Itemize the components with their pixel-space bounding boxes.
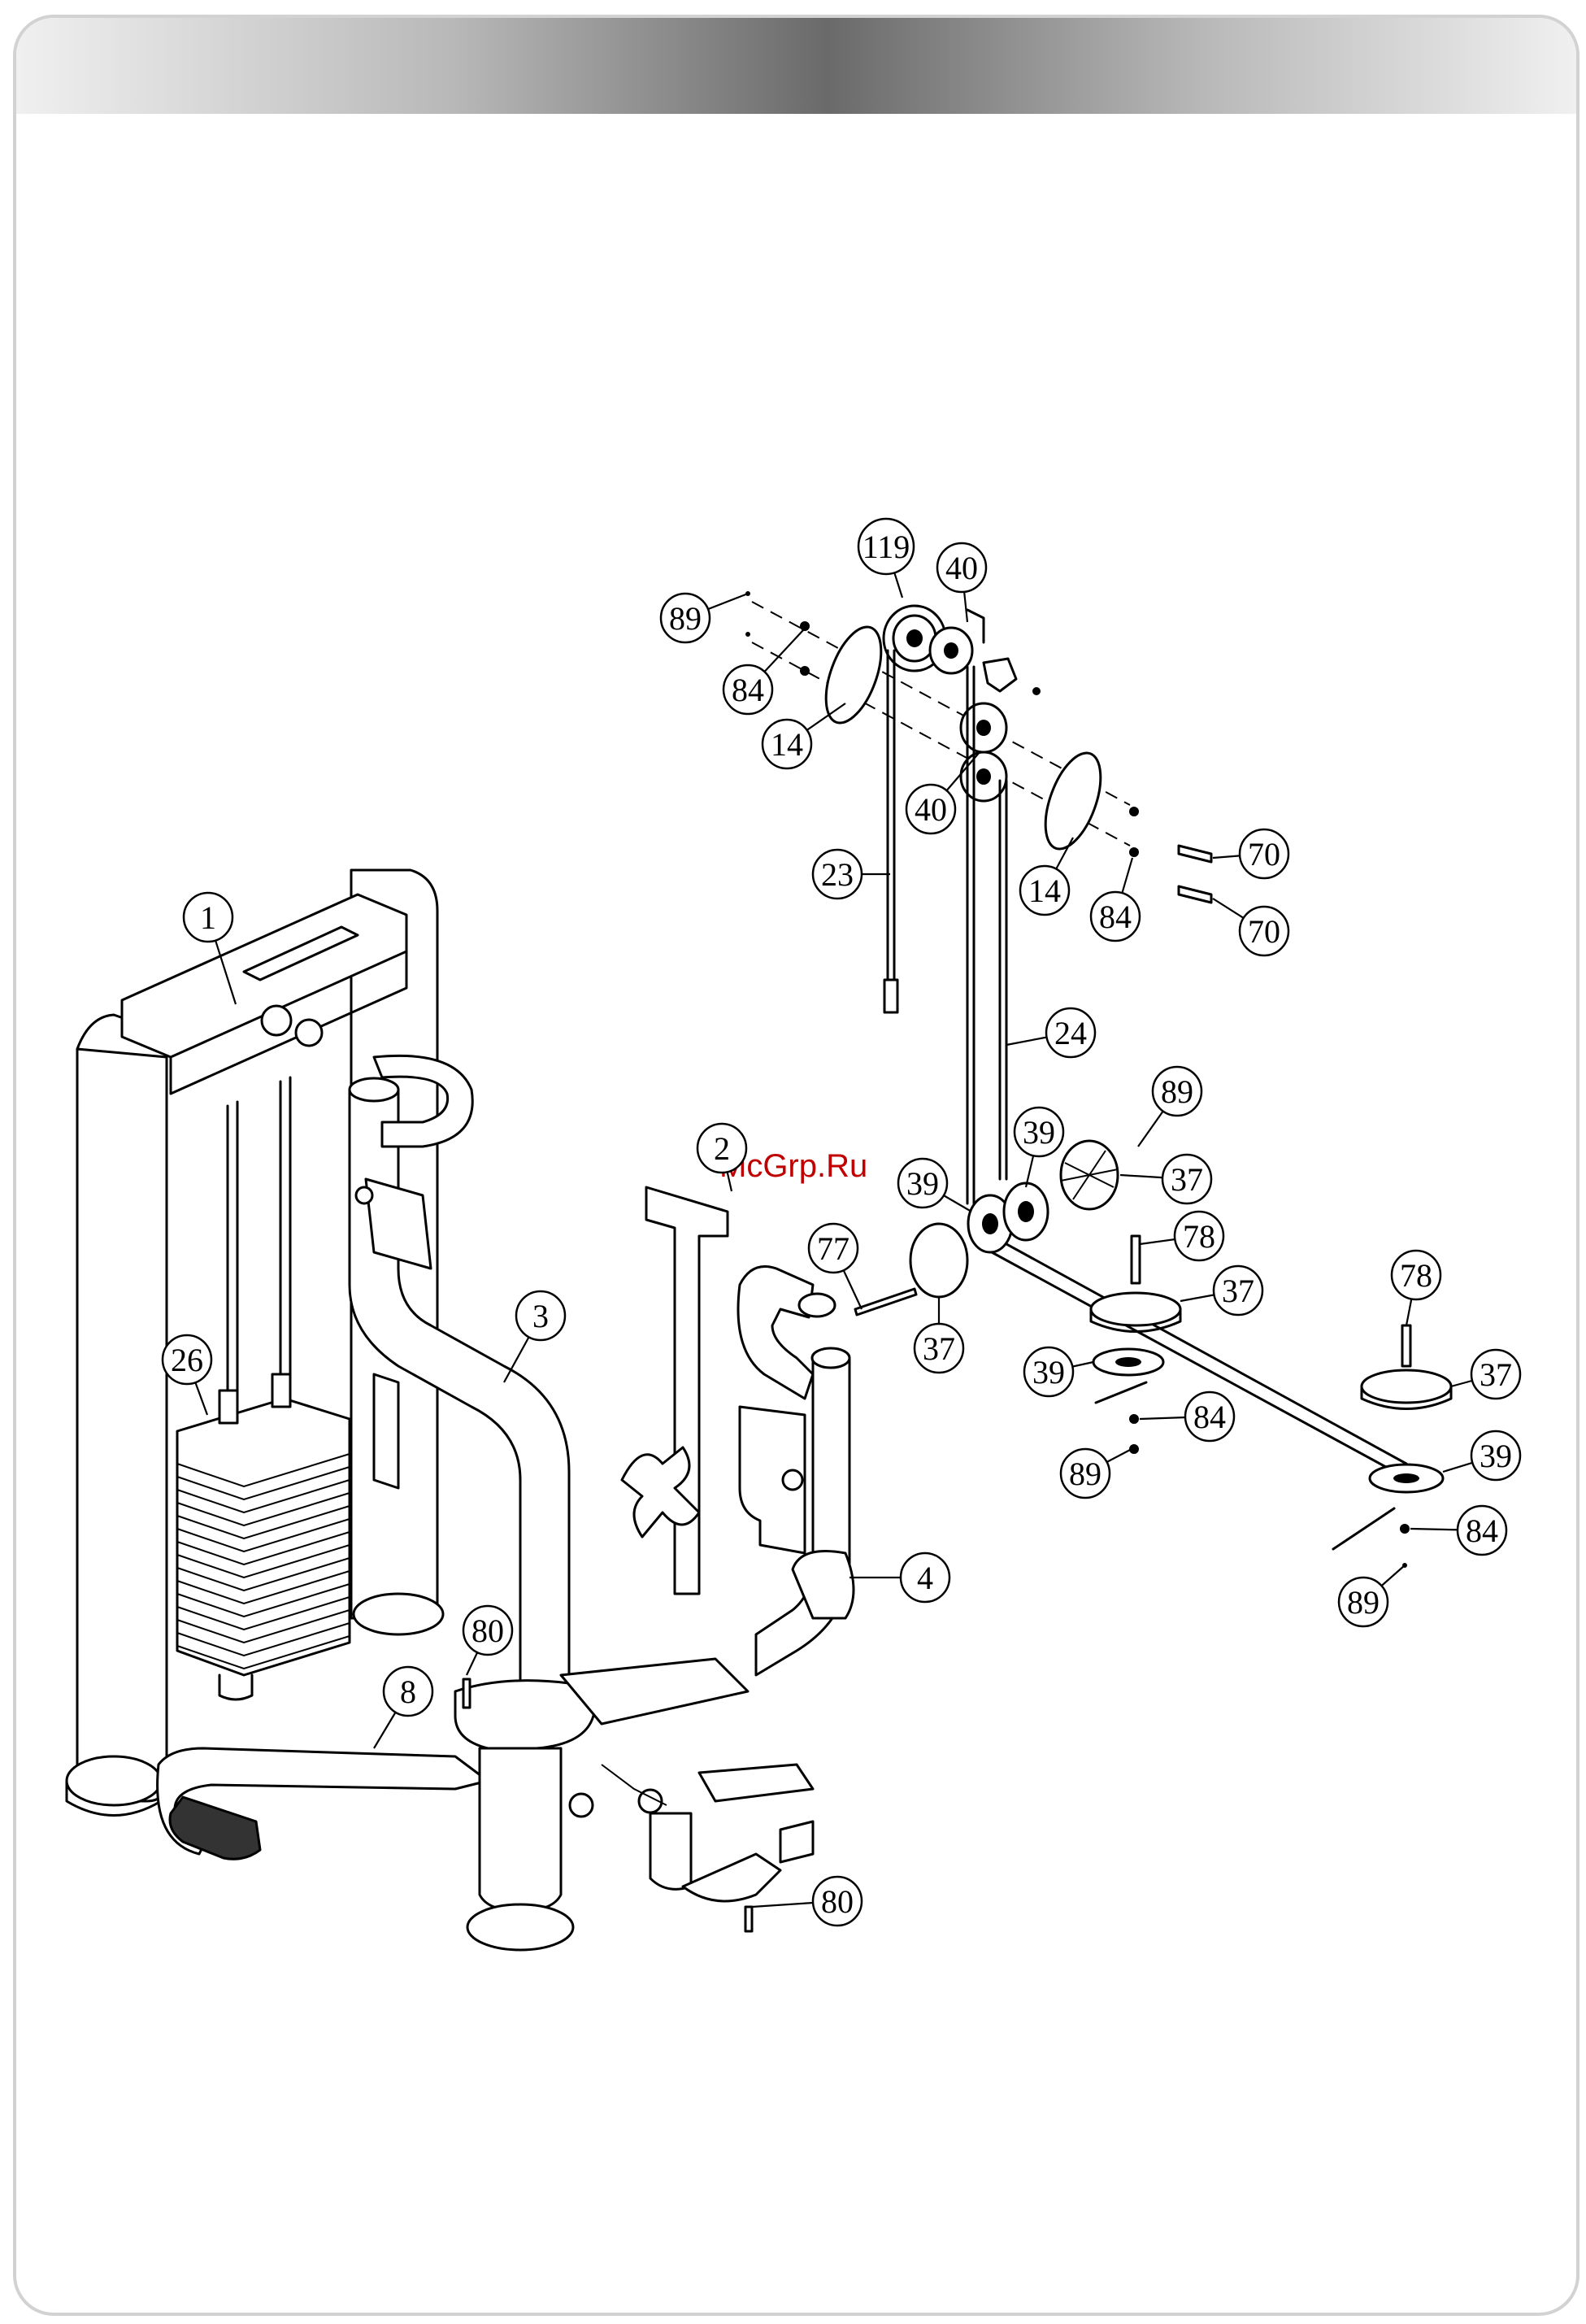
- callout-number: 84: [1099, 899, 1132, 935]
- callout-number: 37: [923, 1330, 955, 1367]
- callout-screw: 89: [661, 594, 748, 642]
- callout-number: 4: [917, 1560, 933, 1596]
- callout-number: 70: [1248, 836, 1280, 873]
- callout-number: 84: [1193, 1399, 1226, 1435]
- callout-weight-stack: 26: [163, 1335, 211, 1415]
- weight-stack: [177, 1374, 350, 1699]
- callout-bolt: 70: [1213, 899, 1288, 955]
- callout-cable: 24: [1006, 1008, 1095, 1057]
- callout-cover-plate: 37: [1451, 1350, 1520, 1399]
- callout-number: 70: [1248, 913, 1280, 950]
- callout-bolt: 78: [1140, 1212, 1223, 1260]
- callout-number: 2: [714, 1130, 730, 1167]
- callout-bolt: 78: [1392, 1251, 1440, 1325]
- callout-washer: 84: [723, 630, 803, 714]
- callout-bolt: 70: [1213, 829, 1288, 878]
- callout-screw: 80: [752, 1877, 862, 1926]
- callout-screw: 89: [1138, 1067, 1201, 1147]
- callout-number: 84: [1466, 1512, 1498, 1549]
- callout-number: 89: [1161, 1073, 1193, 1110]
- callout-number: 14: [1028, 873, 1061, 909]
- callout-number: 89: [1347, 1584, 1380, 1621]
- callout-screw: 89: [1061, 1449, 1132, 1498]
- callout-number: 78: [1400, 1257, 1432, 1294]
- callout-number: 37: [1480, 1356, 1512, 1393]
- callout-number: 23: [821, 856, 854, 893]
- callout-number: 78: [1183, 1218, 1215, 1255]
- callout-number: 89: [1069, 1456, 1102, 1492]
- seat-frame-8: [158, 1659, 813, 1950]
- callout-screw: 80: [463, 1606, 512, 1675]
- callout-number: 40: [945, 550, 978, 586]
- callout-number: 77: [817, 1230, 849, 1267]
- callout-number: 39: [906, 1165, 939, 1202]
- callout-number: 89: [669, 600, 702, 637]
- callout-cover-plate: 37: [1180, 1266, 1262, 1315]
- callout-number: 39: [1480, 1438, 1512, 1474]
- callout-cable: 23: [813, 850, 890, 899]
- callout-pulley: 39: [1015, 1108, 1063, 1187]
- callout-number: 39: [1032, 1354, 1065, 1390]
- callout-cover-plate: 37: [1120, 1155, 1211, 1203]
- callout-number: 24: [1054, 1015, 1087, 1051]
- callout-number: 26: [171, 1342, 203, 1378]
- callout-number: 80: [471, 1612, 504, 1649]
- callout-pulley: 39: [898, 1159, 971, 1212]
- callout-number: 40: [915, 791, 947, 828]
- callout-pulley: 40: [937, 543, 986, 622]
- callout-arm: 3: [504, 1291, 565, 1382]
- callout-number: 37: [1222, 1273, 1254, 1309]
- callout-screw: 89: [1339, 1565, 1405, 1626]
- callout-number: 39: [1023, 1114, 1055, 1151]
- callout-pulley: 39: [1024, 1347, 1093, 1396]
- callout-number: 3: [532, 1298, 549, 1334]
- upper-pulley-assembly: [745, 591, 1211, 1203]
- callout-number: 119: [863, 529, 910, 565]
- callout-seat-frame: 8: [374, 1667, 432, 1748]
- callout-washer: 84: [1410, 1506, 1506, 1555]
- callout-number: 1: [200, 899, 216, 936]
- callout-number: 8: [400, 1673, 416, 1710]
- callout-washer: 84: [1140, 1392, 1234, 1441]
- callout-pulley: 119: [858, 519, 914, 598]
- callout-number: 84: [732, 672, 764, 708]
- callout-number: 37: [1171, 1161, 1203, 1198]
- callout-cover-plate: 37: [915, 1297, 963, 1373]
- callout-number: 14: [771, 726, 803, 763]
- callout-arm: 4: [849, 1553, 949, 1602]
- callout-number: 80: [821, 1883, 854, 1920]
- callout-pulley: 39: [1443, 1431, 1520, 1480]
- callout-washer: 84: [1091, 858, 1140, 941]
